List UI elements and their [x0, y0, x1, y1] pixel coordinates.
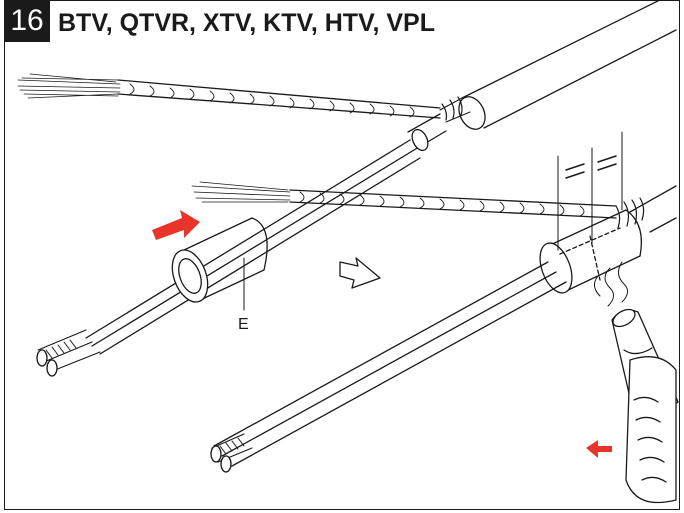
- step-number-badge: 16: [4, 0, 50, 42]
- upper-heating-cable: [17, 0, 677, 377]
- equal-length-icon: [557, 131, 623, 251]
- lower-heating-cable: [191, 181, 677, 473]
- heat-shrink-sleeve: [539, 209, 643, 294]
- pull-arrow-icon: [586, 440, 612, 458]
- step-title: BTV, QTVR, XTV, KTV, HTV, VPL: [58, 9, 435, 37]
- push-arrow-icon: [152, 210, 200, 240]
- instruction-frame: [4, 0, 680, 510]
- sleeve-label-e: E: [238, 316, 249, 333]
- heat-gun-icon: [611, 308, 679, 504]
- next-step-arrow-icon: [339, 257, 381, 289]
- sleeve-e: [171, 217, 268, 303]
